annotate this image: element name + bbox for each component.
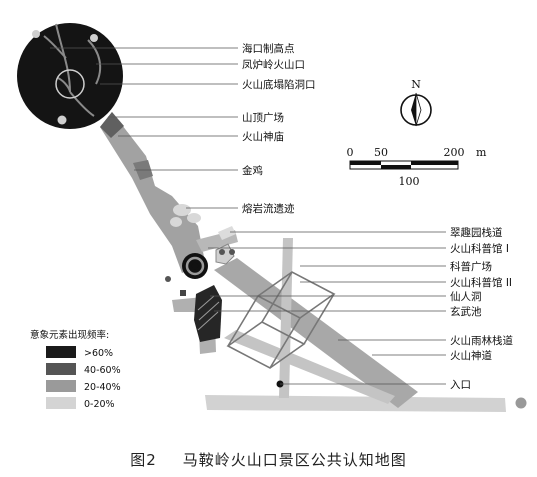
scale-below: 100 bbox=[399, 175, 420, 188]
crater-inner-ring bbox=[55, 69, 85, 99]
xuanwu-pool-hatching bbox=[197, 295, 220, 331]
figure-number: 图2 bbox=[130, 451, 157, 469]
legend-swatch bbox=[46, 397, 76, 409]
fenglu-crater bbox=[17, 23, 123, 129]
legend-swatch bbox=[46, 363, 76, 375]
science-hall-1-ring bbox=[185, 256, 205, 276]
label-science-hall-2: 火山科普馆 II bbox=[450, 276, 512, 289]
figure-title: 马鞍岭火山口景区公共认知地图 bbox=[182, 451, 407, 469]
label-immortal-cave: 仙人洞 bbox=[450, 290, 482, 303]
label-summit-plaza: 山顶广场 bbox=[242, 111, 284, 124]
poi-dot bbox=[219, 249, 225, 255]
legend: 意象元素出现频率: >60% 40-60% 20-40% 0-20% bbox=[30, 329, 121, 410]
poi-dot bbox=[165, 276, 171, 282]
legend-title: 意象元素出现频率: bbox=[30, 329, 109, 341]
figure-caption: 图2 马鞍岭火山口景区公共认知地图 bbox=[0, 449, 537, 470]
label-cuiquyuan-boardwalk: 翠趣园栈道 bbox=[450, 226, 503, 239]
north-arrow: N bbox=[400, 78, 432, 127]
vertical-path bbox=[279, 238, 293, 398]
label-volcano-shrine-road: 火山神道 bbox=[450, 349, 492, 362]
science-hall-1-core bbox=[191, 262, 199, 270]
label-science-hall-1: 火山科普馆 I bbox=[450, 242, 509, 255]
label-golden-rooster: 金鸡 bbox=[242, 164, 263, 177]
boardwalk-tip bbox=[218, 226, 236, 240]
label-xuanwu-pool: 玄武池 bbox=[450, 305, 482, 318]
road-end-dot bbox=[515, 397, 527, 409]
label-rainforest-boardwalk: 火山雨林栈道 bbox=[450, 334, 513, 347]
leader-lines bbox=[50, 47, 446, 385]
legend-swatch bbox=[46, 346, 76, 358]
label-volcano-temple: 火山神庙 bbox=[242, 130, 284, 143]
label-fenglu-crater: 凤炉岭火山口 bbox=[242, 58, 305, 71]
label-lava-relic: 熔岩流遗迹 bbox=[242, 202, 295, 215]
north-letter: N bbox=[411, 78, 421, 91]
label-entrance: 入口 bbox=[450, 379, 471, 391]
label-collapse-cave: 火山底塌陷洞口 bbox=[242, 78, 316, 91]
scale-bar: 0 50 200 m 100 bbox=[347, 146, 488, 188]
crater-points bbox=[32, 30, 98, 125]
rainforest-boardwalk bbox=[224, 330, 395, 404]
label-haikou-peak: 海口制高点 bbox=[242, 42, 295, 55]
legend-label: 40-60% bbox=[84, 365, 121, 376]
place-labels: 海口制高点 凤炉岭火山口 火山底塌陷洞口 山顶广场 火山神庙 金鸡 熔岩流遗迹 … bbox=[242, 42, 513, 391]
scale-end: 200 bbox=[444, 146, 465, 159]
volcano-shrine-road bbox=[214, 258, 418, 408]
lava-flow-relic bbox=[170, 204, 201, 227]
small-marker bbox=[180, 290, 186, 296]
scale-zero: 0 bbox=[347, 146, 354, 159]
legend-swatch bbox=[46, 380, 76, 392]
main-trail bbox=[100, 112, 205, 273]
poi-dot bbox=[229, 249, 235, 255]
science-hall-2 bbox=[215, 243, 235, 265]
legend-label: 0-20% bbox=[84, 399, 115, 410]
xuanwu-pool bbox=[194, 285, 222, 342]
legend-label: 20-40% bbox=[84, 382, 121, 393]
label-science-plaza: 科普广场 bbox=[450, 260, 492, 273]
bottom-road bbox=[205, 395, 506, 412]
science-plaza-cube bbox=[226, 271, 336, 369]
scale-mid: 50 bbox=[374, 146, 388, 159]
legend-label: >60% bbox=[84, 348, 113, 359]
trail-dark-section bbox=[100, 112, 124, 138]
scale-unit: m bbox=[476, 146, 487, 159]
